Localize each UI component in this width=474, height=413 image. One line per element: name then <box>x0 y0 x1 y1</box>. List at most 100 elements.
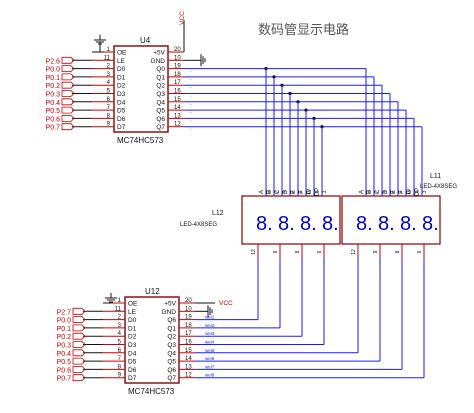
l11-top-pin-num-6: 5 <box>414 190 420 193</box>
u12-right-pin-name-6: Q4 <box>167 350 176 357</box>
u12-wei-label-9: wei8 <box>205 373 215 378</box>
l12-digit-0: 8. <box>256 213 273 235</box>
u12-right-pin-name-4: Q2 <box>167 334 176 341</box>
l12-bottom-pin-num-1: 9 <box>273 250 279 253</box>
u4-right-pin-num-9: 12 <box>174 122 181 128</box>
u4-vcc-label: VCC <box>179 11 186 25</box>
u12-left-pin-name-8: D6 <box>128 367 137 374</box>
u12-left-pin-name-1: LE <box>128 309 137 316</box>
u4-right-pin-num-8: 13 <box>174 113 181 119</box>
u12-right-pin-num-8: 13 <box>185 364 192 370</box>
u12-wei-label-4: wei3 <box>205 331 215 336</box>
u4-right-pin-num-4: 17 <box>174 80 181 86</box>
u12-wei-label-8: wei7 <box>205 364 215 369</box>
u4-right-pin-num-1: 10 <box>174 55 181 61</box>
u12-left-pin-num-9: 9 <box>118 373 122 379</box>
l12-ref: L12 <box>212 210 224 217</box>
l11-body <box>341 195 441 245</box>
u4-right-pin-name-5: Q3 <box>156 91 165 98</box>
u12-left-net-3-label: P0.1 <box>57 326 72 333</box>
u12-left-net-7-label: P0.5 <box>57 359 72 366</box>
u12-wei-label-5: wei4 <box>205 340 215 345</box>
u4-left-pin-name-7: D5 <box>117 108 126 115</box>
u12-right-pin-name-1: GND <box>162 309 177 316</box>
l11-top-pin-name-2: C <box>375 189 381 194</box>
u4-left-net-6-flag <box>61 98 75 106</box>
u4-left-net-3-flag <box>61 73 75 81</box>
u12-right-pin-num-6: 15 <box>185 348 192 354</box>
u12-left-pin-num-3: 3 <box>118 323 122 329</box>
l11-top-pin-num-0: 11 <box>366 189 372 194</box>
u4-bus-dot-7: . <box>190 126 192 132</box>
u12-left-pin-num-6: 6 <box>118 348 122 354</box>
l11-top-pin-name-6: G <box>407 189 413 194</box>
u4-left-net-4-flag <box>61 81 75 89</box>
u4-left-net-6-label: P0.4 <box>46 100 61 107</box>
u4-left-pin-name-1: LE <box>117 58 126 65</box>
l12-digit-2: 8. <box>300 213 317 235</box>
l11-top-pin-num-7: 3 <box>422 190 428 193</box>
l11-bottom-pin-num-3: 6 <box>417 250 423 253</box>
u12-left-pin-num-4: 4 <box>118 331 122 337</box>
u4-bus-dot-1: . <box>190 76 192 82</box>
u12-left-net-4-flag <box>72 332 86 340</box>
u12-right-pin-num-0: 20 <box>185 298 192 304</box>
u12-left-net-5-flag <box>72 341 86 348</box>
u4-right-pin-num-3: 18 <box>174 72 181 78</box>
l11-bottom-pin-num-1: 9 <box>373 250 379 253</box>
l12-top-pin-num-6: 5 <box>314 190 320 193</box>
u12-left-pin-name-2: D0 <box>128 317 137 324</box>
u4-left-pin-num-7: 7 <box>107 105 111 111</box>
u4-left-net-2-label: P0.0 <box>46 67 61 74</box>
l12-top-pin-name-2: C <box>275 189 281 194</box>
u12-left-net-6-label: P0.4 <box>57 351 72 358</box>
u4-left-net-9-flag <box>61 123 75 131</box>
u4-body <box>113 45 169 133</box>
l12-body <box>241 195 341 245</box>
l11-top-pin-num-4: 1 <box>398 190 404 193</box>
u4-left-pin-name-5: D3 <box>117 91 126 98</box>
u4-left-pin-num-6: 6 <box>107 97 111 103</box>
u12-left-pin-num-2: 2 <box>118 315 122 321</box>
u4-bus-dot-5: . <box>190 109 192 115</box>
u12-left-pin-num-5: 5 <box>118 340 122 346</box>
l12-top-pin-name-0: A <box>259 190 265 194</box>
u4-right-pin-name-6: Q4 <box>156 99 165 106</box>
u12-left-net-2-flag <box>72 316 86 324</box>
u12-left-pin-num-1: 11 <box>115 306 122 312</box>
u12-wei-label-6: wei5 <box>205 348 215 353</box>
l12-top-pin-name-1: B <box>267 190 273 194</box>
u4-right-pin-name-7: Q5 <box>156 108 165 115</box>
u12-right-pin-num-9: 12 <box>185 373 192 379</box>
l12-digit-3: 8. <box>322 213 339 235</box>
u4-right-pin-name-9: Q7 <box>156 124 165 131</box>
u12-left-pin-num-7: 7 <box>118 356 122 362</box>
u12-right-pin-num-1: 10 <box>185 306 192 312</box>
u12-left-net-8-flag <box>72 365 86 373</box>
u4-left-pin-name-6: D4 <box>117 99 126 106</box>
u4-left-pin-name-0: OE <box>117 50 127 57</box>
l11-top-pin-num-5: 10 <box>406 189 412 195</box>
u12-right-pin-name-2: Q6 <box>167 317 176 324</box>
l12-bottom-pin-num-3: 6 <box>317 250 323 253</box>
u4-left-net-7-flag <box>61 106 75 114</box>
u12-left-net-8-label: P0.6 <box>57 367 72 374</box>
l12-bottom-pin-num-0: 12 <box>251 249 257 255</box>
u4-right-pin-name-0: +5V <box>153 50 165 57</box>
u12-left-net-2-label: P0.0 <box>57 318 72 325</box>
u12-right-pin-num-3: 18 <box>185 323 192 329</box>
u12-left-net-6-flag <box>72 349 86 357</box>
l11-top-pin-name-1: B <box>367 190 373 194</box>
u12-wei-label-3: wei2 <box>205 323 215 328</box>
u4-right-pin-num-0: 20 <box>174 47 181 53</box>
u4-left-pin-num-5: 5 <box>107 89 111 95</box>
u12-right-pin-name-3: Q1 <box>167 325 176 332</box>
l12-top-pin-num-0: 11 <box>266 189 272 194</box>
u4-left-net-9-label: P0.7 <box>46 125 61 132</box>
u12-left-pin-name-9: D7 <box>128 375 137 382</box>
u12-right-pin-num-4: 17 <box>185 331 192 337</box>
u4-right-pin-name-4: Q2 <box>156 83 165 90</box>
l12-top-pin-num-2: 4 <box>282 190 288 193</box>
u4-left-pin-num-3: 3 <box>107 72 111 78</box>
